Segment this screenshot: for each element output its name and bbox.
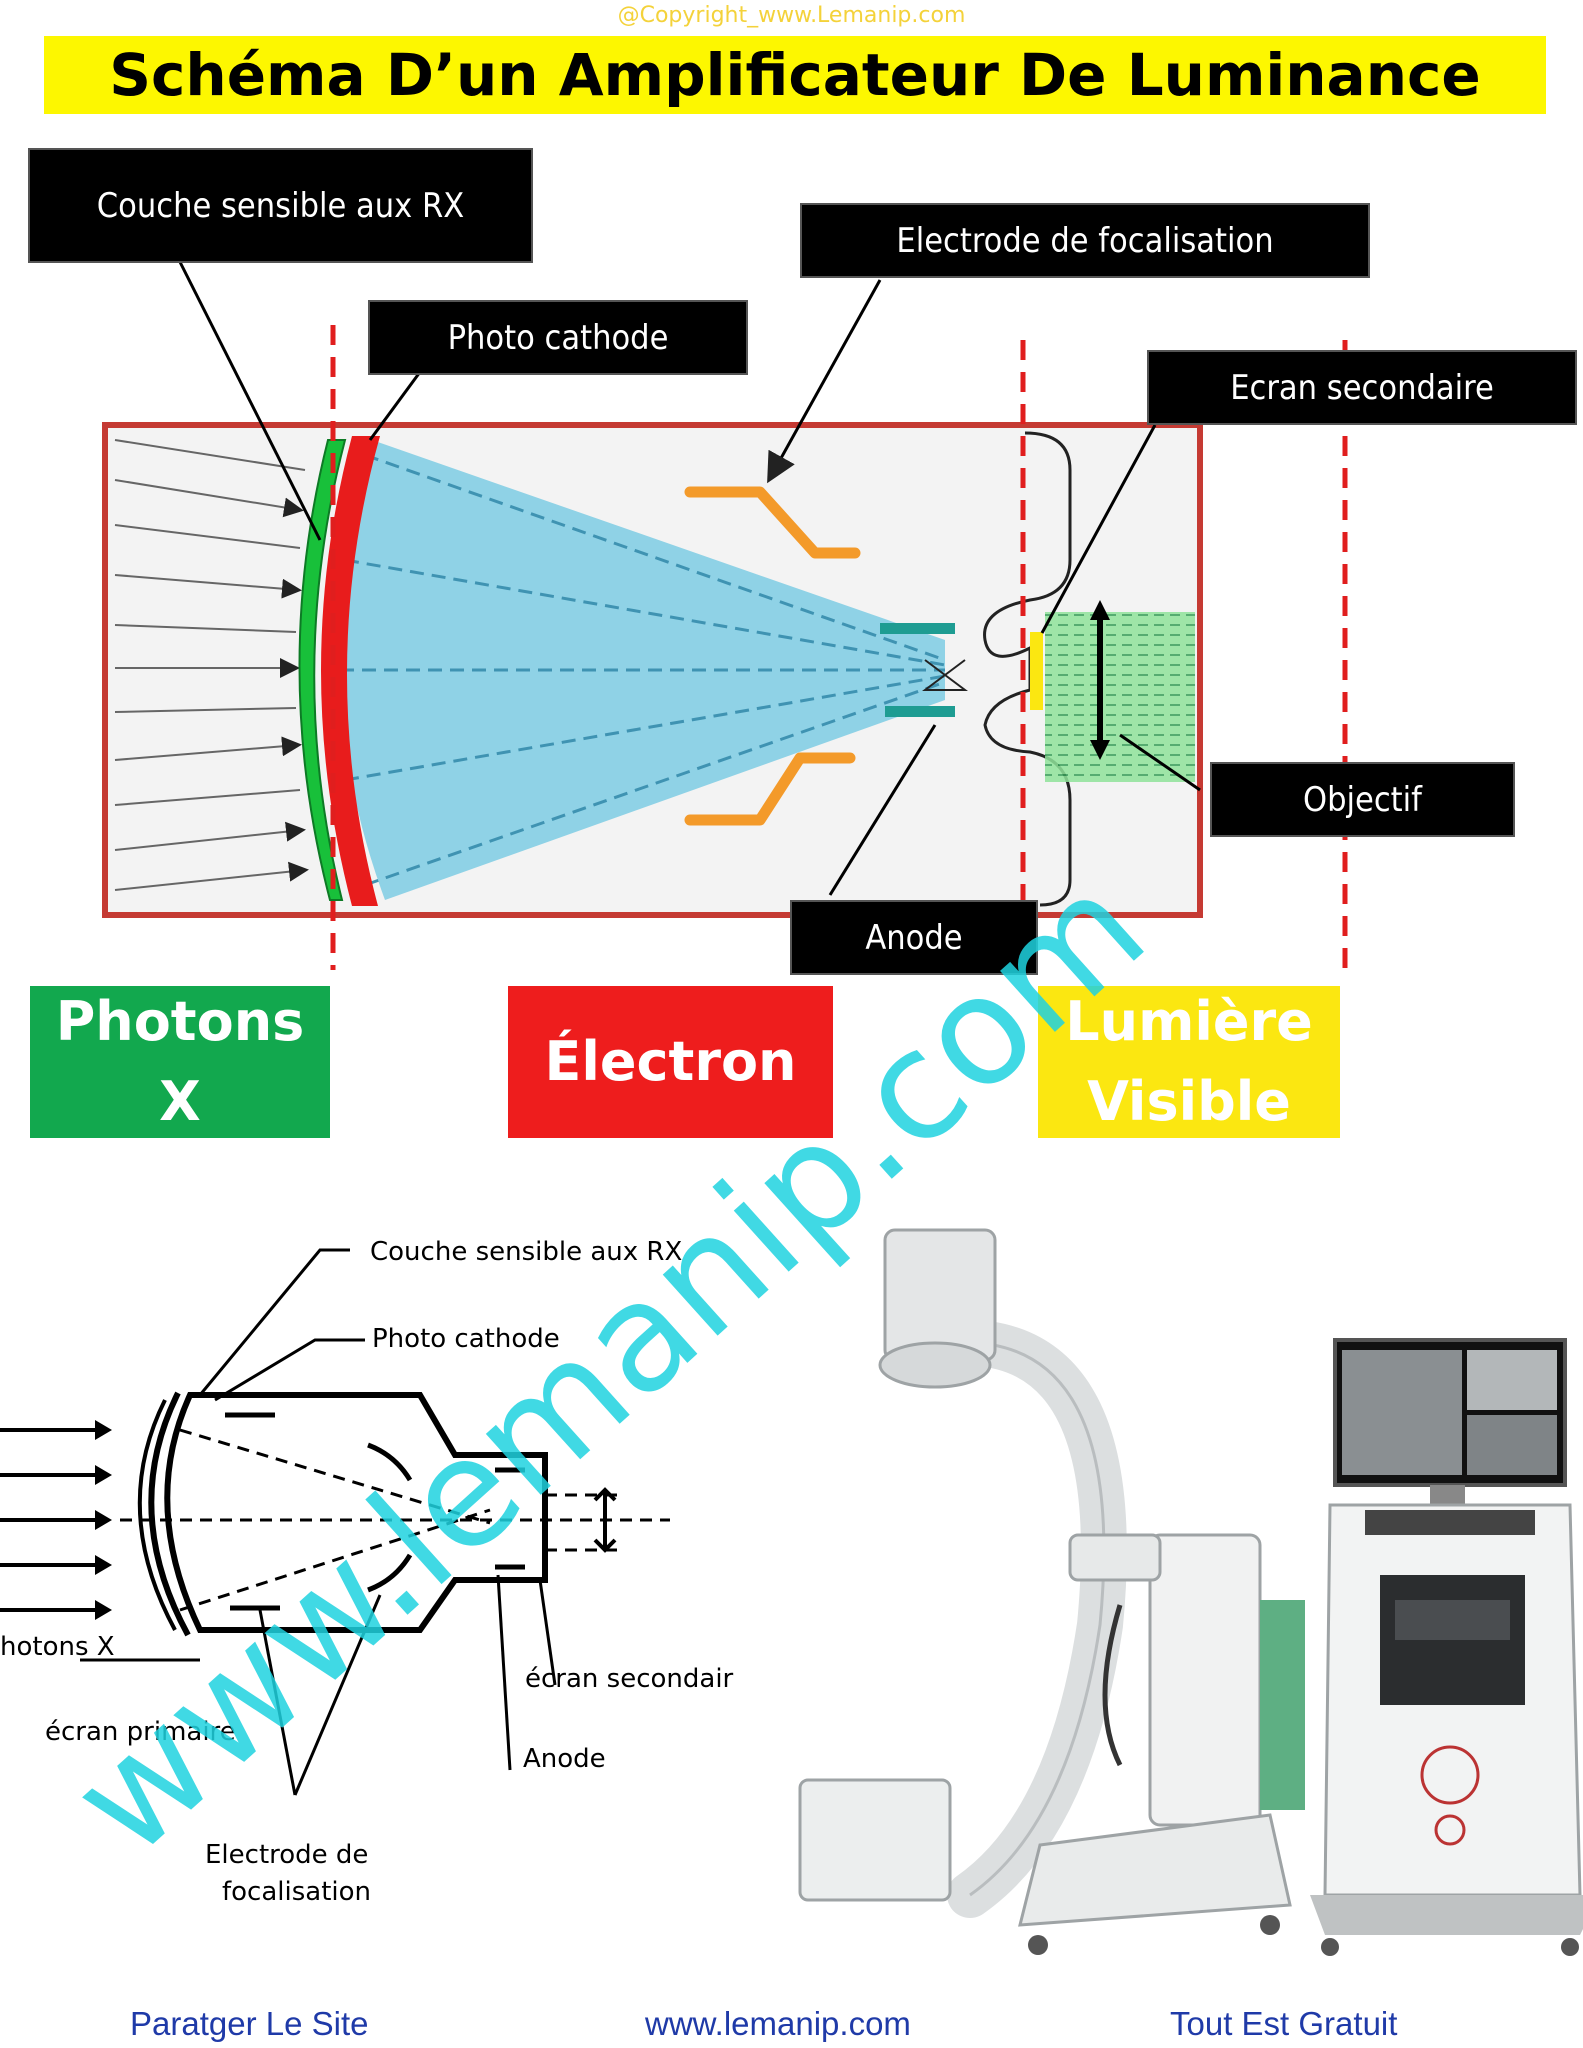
schematic-label-ecran-secondaire: écran secondair	[525, 1664, 734, 1694]
schematic-screen-outer	[148, 1391, 191, 1637]
c-arm-column	[1148, 1533, 1262, 1827]
zone-dividers	[330, 325, 1348, 980]
electrode-top	[684, 486, 861, 559]
zone-lumiere-line1: Lumière	[1065, 990, 1313, 1053]
secondary-screen	[1030, 632, 1043, 710]
anode-top	[880, 623, 955, 634]
c-arm-equipment-image	[798, 1228, 1583, 1956]
electrode-bottom	[684, 752, 856, 826]
schematic-label-ecran-primaire: écran primaire	[45, 1717, 236, 1747]
schematic-label-photocathode: Photo cathode	[372, 1324, 560, 1354]
copyright-text: @Copyright_www.Lemanip.com	[617, 3, 966, 28]
schematic-label-photons: hotons X	[0, 1632, 115, 1662]
zone-lumiere-visible: Lumière Visible	[1038, 986, 1340, 1138]
zone-lumiere-line2: Visible	[1087, 1070, 1291, 1133]
schematic-xray-arrows	[0, 1428, 95, 1612]
schematic-diagram: Couche sensible aux RX Photo cathode hot…	[0, 1237, 734, 1907]
sensitive-layer	[298, 439, 347, 901]
schematic-screen-inner	[137, 1399, 177, 1631]
zone-electron: Électron	[508, 986, 833, 1138]
schematic-label-anode: Anode	[523, 1744, 606, 1774]
crossover	[922, 659, 968, 691]
schematic-callouts	[80, 1248, 557, 1796]
zone-photons-x: Photons X	[30, 986, 330, 1138]
xray-tube-head	[883, 1228, 997, 1362]
xray-lines	[114, 439, 309, 891]
objective-region	[1045, 612, 1195, 782]
label-electrode-focalisation: Electrode de focalisation	[800, 203, 1370, 278]
footer-share-link[interactable]: Paratger Le Site	[130, 2005, 369, 2042]
page-title: Schéma D’un Amplificateur De Luminance	[109, 41, 1481, 109]
zone-electron-label: Électron	[544, 1030, 797, 1093]
schematic-label-couche: Couche sensible aux RX	[370, 1237, 682, 1267]
zone-photons-line2: X	[159, 1070, 201, 1133]
label-photo-cathode: Photo cathode	[368, 300, 748, 375]
detector-box	[798, 1778, 952, 1902]
beam-dashes	[340, 453, 946, 887]
c-arm-arc	[907, 1319, 1127, 1918]
title-bar: Schéma D’un Amplificateur De Luminance	[44, 36, 1546, 114]
schematic-label-electrode-1: Electrode de	[205, 1840, 368, 1870]
label-objectif: Objectif	[1210, 762, 1515, 837]
footer-site-link[interactable]: www.lemanip.com	[645, 2005, 911, 2042]
anode-bottom	[885, 706, 955, 717]
label-couche-sensible: Couche sensible aux RX	[28, 148, 533, 263]
photocathode-layer	[321, 436, 380, 906]
zone-photons-line1: Photons	[55, 990, 305, 1053]
schematic-tube	[164, 1392, 548, 1633]
label-anode: Anode	[790, 900, 1038, 975]
callout-lines	[178, 261, 1201, 896]
intensifier-diagram	[102, 261, 1348, 980]
electron-beam	[338, 440, 945, 900]
schematic-label-electrode-2: focalisation	[222, 1877, 371, 1907]
footer-free-text: Tout Est Gratuit	[1170, 2005, 1398, 2042]
label-ecran-secondaire: Ecran secondaire	[1147, 350, 1577, 425]
